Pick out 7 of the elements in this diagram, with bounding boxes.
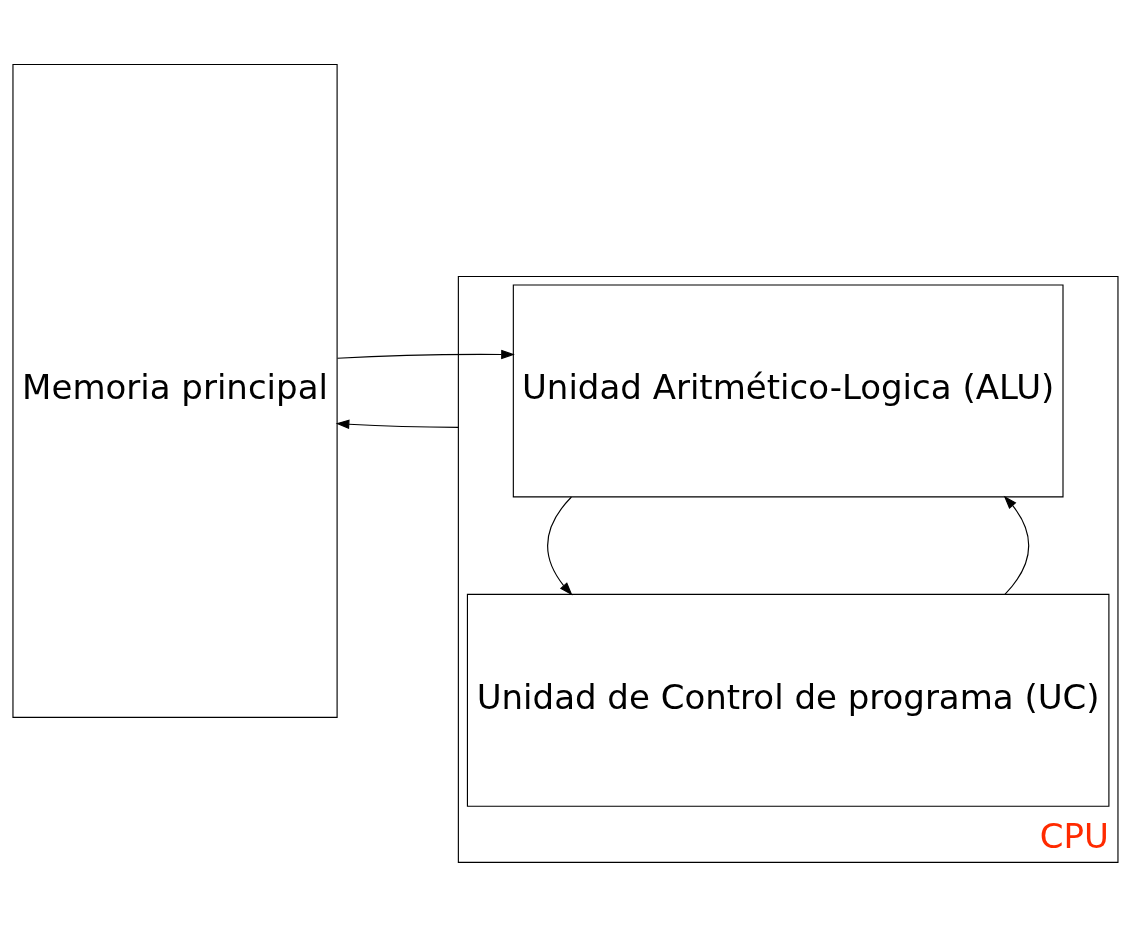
arrow xyxy=(547,495,573,596)
node-box: Unidad de Control de programa (UC) xyxy=(466,593,1110,807)
arrow xyxy=(336,349,515,359)
arrow xyxy=(335,419,459,429)
arrow xyxy=(1003,495,1030,595)
node-box: Memoria principal xyxy=(12,63,338,718)
node-box: Unidad Aritmético-Logica (ALU) xyxy=(512,283,1064,497)
